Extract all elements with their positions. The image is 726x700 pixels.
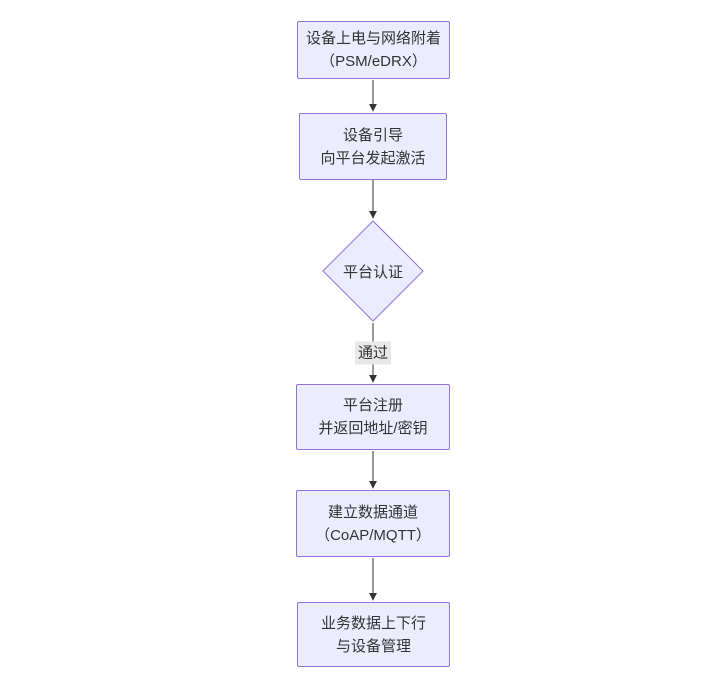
flow-node-platform-auth-decision: 平台认证 — [322, 220, 424, 322]
node-label-line: 向平台发起激活 — [320, 149, 426, 167]
node-label-line: 并返回地址/密钥 — [318, 420, 428, 437]
node-label-line: 平台认证 — [342, 263, 403, 281]
node-label-line: 与设备管理 — [335, 637, 411, 655]
flow-node-bootstrap-activate: 设备引导 向平台发起激活 — [299, 113, 447, 180]
flow-node-data-channel: 建立数据通道 （CoAP/MQTT） — [296, 490, 450, 557]
node-label-line: 建立数据通道 — [327, 503, 418, 521]
node-label-line: 设备引导 — [342, 126, 403, 144]
flow-node-business-data: 业务数据上下行 与设备管理 — [297, 602, 450, 667]
flow-node-platform-register: 平台注册 并返回地址/密钥 — [296, 384, 450, 450]
flow-node-power-attach: 设备上电与网络附着 （PSM/eDRX） — [297, 21, 450, 79]
edge-label-pass: 通过 — [354, 341, 392, 365]
node-label-line: 业务数据上下行 — [320, 614, 426, 632]
node-label-line: （PSM/eDRX） — [320, 53, 427, 70]
node-label-line: 设备上电与网络附着 — [305, 30, 441, 47]
node-label-line: （CoAP/MQTT） — [315, 526, 431, 544]
node-label-line: 平台注册 — [342, 397, 403, 414]
diamond-shape — [322, 220, 424, 322]
